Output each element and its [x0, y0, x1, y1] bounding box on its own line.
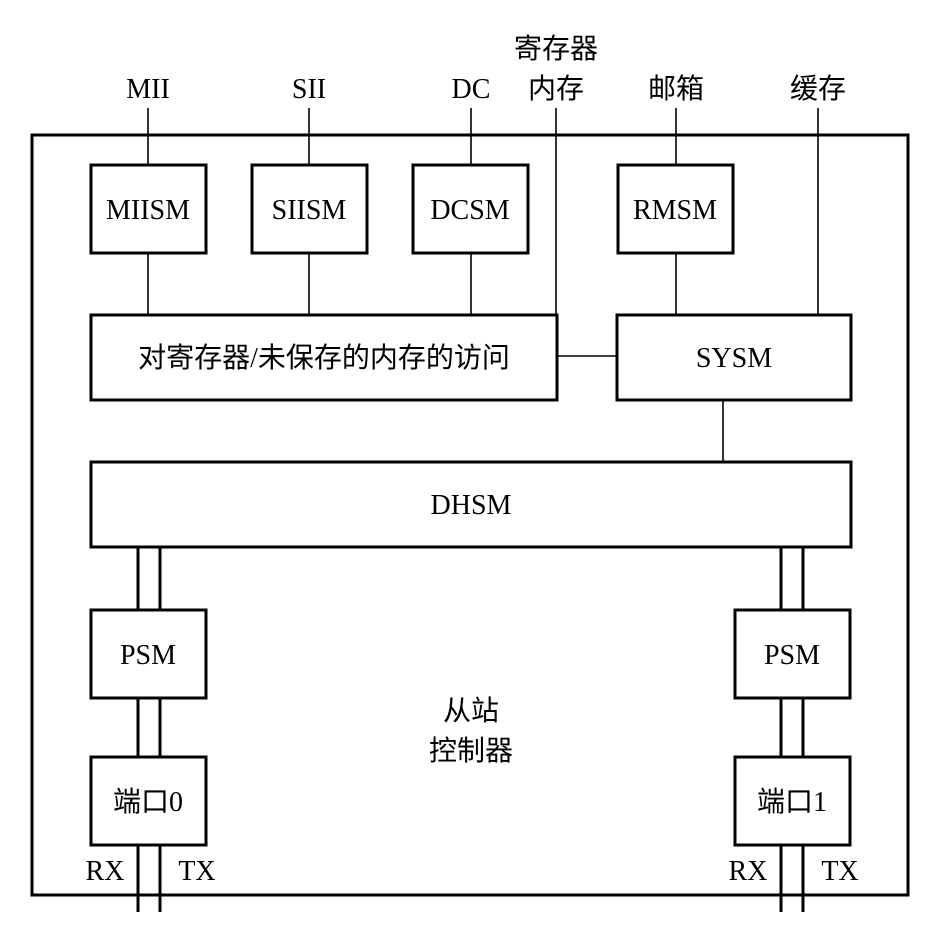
- dcsm-box: [411, 163, 530, 255]
- miism-box: [89, 163, 208, 255]
- label-dc: DC: [452, 74, 491, 105]
- label-register-line1: 寄存器: [514, 33, 598, 65]
- dcsm-label: DCSM: [430, 195, 509, 226]
- psm-right-box: [733, 608, 852, 700]
- port1-tx-label: TX: [821, 856, 858, 887]
- psm-left-label: PSM: [120, 640, 176, 671]
- port1-rx-label: RX: [729, 856, 768, 887]
- label-memory-line2: 内存: [528, 73, 584, 105]
- miism-label: MIISM: [106, 195, 190, 226]
- port1-box: [733, 755, 852, 847]
- port1-label: 端口1: [757, 786, 827, 818]
- label-mii: MII: [126, 74, 170, 105]
- rmsm-label: RMSM: [633, 195, 717, 226]
- sysm-label: SYSM: [696, 343, 772, 374]
- dhsm-label: DHSM: [431, 490, 512, 521]
- register-memory-access-label: 对寄存器/未保存的内存的访问: [138, 342, 510, 374]
- label-mailbox: 邮箱: [648, 73, 704, 105]
- port0-tx-label: TX: [178, 856, 215, 887]
- register-memory-access-box: [89, 313, 559, 402]
- dhsm-box: [89, 460, 853, 549]
- port0-rx-label: RX: [86, 856, 125, 887]
- port0-box: [89, 755, 208, 847]
- controller-label-line2: 控制器: [429, 735, 513, 767]
- siism-box: [250, 163, 369, 255]
- slave-controller-frame: [30, 133, 910, 897]
- sysm-box: [615, 313, 853, 402]
- siism-label: SIISM: [272, 195, 347, 226]
- label-sii: SII: [292, 74, 326, 105]
- rmsm-box: [616, 163, 735, 255]
- psm-left-box: [89, 608, 208, 700]
- slave-label-line1: 从站: [443, 695, 499, 727]
- label-buffer: 缓存: [790, 73, 846, 105]
- psm-right-label: PSM: [764, 640, 820, 671]
- port0-label: 端口0: [113, 786, 183, 818]
